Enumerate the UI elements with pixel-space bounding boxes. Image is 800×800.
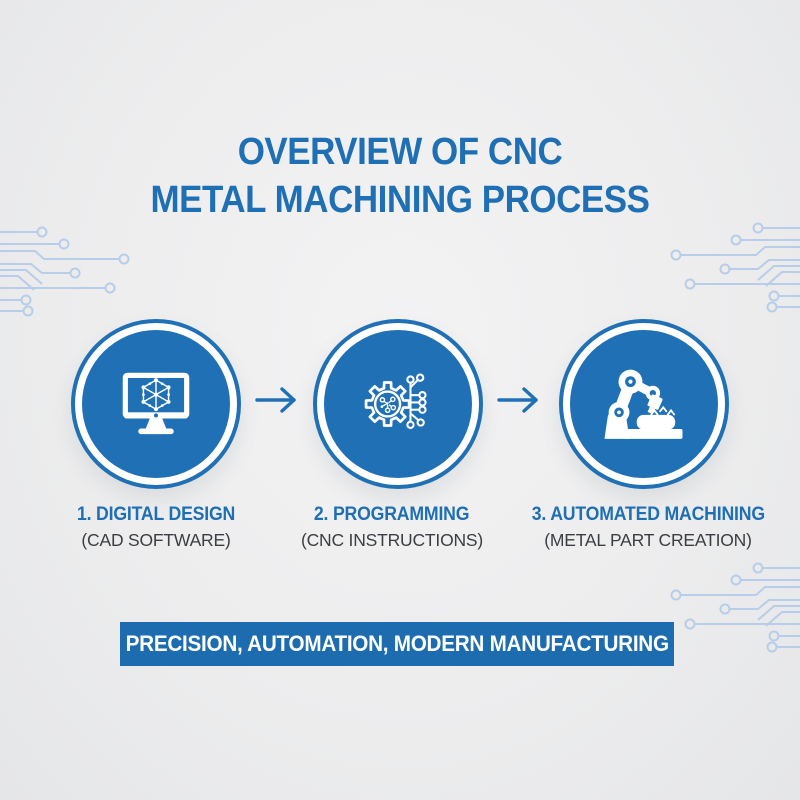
step-circle-disc [82,330,230,478]
right-arrow-icon [255,387,296,413]
step-title: 1. DIGITAL DESIGN [76,504,236,525]
step-subtitle: (METAL PART CREATION) [544,530,752,550]
page-title: OVERVIEW OF CNC METAL MACHINING PROCESS [0,128,800,224]
step-circle-digital-design [71,319,241,489]
step-subtitle: (CAD SOFTWARE) [81,530,231,550]
step-title: 2. PROGRAMMING [314,504,470,525]
right-arrow-icon [497,387,538,413]
circuit-traces-decoration-left [0,222,130,322]
gear-circuit-icon [364,373,427,429]
robot-arm-icon [604,369,683,439]
step-title: 3. AUTOMATED MACHINING [531,504,765,525]
step-label-digital-design: 1. DIGITAL DESIGN (CAD SOFTWARE) [16,504,296,551]
monitor-3d-cube-icon [122,372,190,435]
circuit-traces-decoration-right-top [670,218,800,318]
circuit-traces-decoration-right-bottom [670,558,800,658]
step-subtitle: (CNC INSTRUCTIONS) [300,530,484,550]
step-circle-programming [313,319,483,489]
step-circle-automated-machining [559,319,729,489]
page-title-line2: METAL MACHINING PROCESS [150,179,650,221]
footer-banner-text: PRECISION, AUTOMATION, MODERN MANUFACTUR… [125,631,669,656]
step-circle-disc [324,330,472,478]
page-title-line1: OVERVIEW OF CNC [237,131,563,173]
step-circle-disc [570,330,718,478]
footer-banner: PRECISION, AUTOMATION, MODERN MANUFACTUR… [120,622,674,666]
step-label-programming: 2. PROGRAMMING (CNC INSTRUCTIONS) [252,504,532,551]
step-label-automated-machining: 3. AUTOMATED MACHINING (METAL PART CREAT… [508,504,788,551]
